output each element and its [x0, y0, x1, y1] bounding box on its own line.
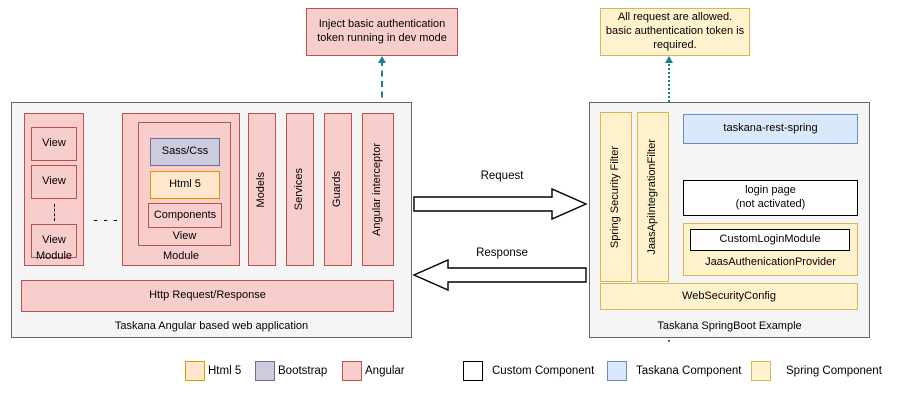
client-module-left-view-2: View — [31, 165, 77, 199]
server-login-page: login page (not activated) — [683, 180, 858, 216]
client-module-left-view-1: View — [31, 127, 77, 161]
legend-swatch-html5 — [185, 361, 205, 381]
flow-response-label: Response — [476, 247, 528, 259]
client-column-angular-interceptor: Angular interceptor — [362, 113, 394, 266]
legend-label-angular: Angular — [365, 365, 405, 377]
flow-response-arrow — [412, 258, 587, 292]
server-filter-jaas-api-integration-label: JaasApiIntegrationFilter — [646, 139, 659, 255]
client-column-angular-interceptor-label: Angular interceptor — [371, 143, 384, 236]
connector-right-arrowhead — [665, 56, 673, 63]
client-column-services: Services — [286, 113, 314, 266]
note-left-dev-token: Inject basic authentication token runnin… — [306, 8, 458, 56]
connector-left-dashed — [381, 60, 383, 108]
client-module-right-view-caption: View — [172, 230, 197, 242]
client-column-guards-label: Guards — [331, 171, 344, 208]
server-filter-jaas-api-integration: JaasApiIntegrationFilter — [637, 112, 669, 282]
legend-swatch-angular — [342, 361, 362, 381]
legend-label-spring-component: Spring Component — [786, 365, 882, 377]
legend-label-bootstrap: Bootstrap — [278, 365, 328, 377]
legend-label-taskana-component: Taskana Component — [636, 365, 742, 377]
client-module-right-caption: Module — [162, 250, 200, 262]
client-http-bar: Http Request/Response — [21, 280, 394, 312]
server-taskana-rest-spring: taskana-rest-spring — [683, 114, 858, 144]
client-column-guards: Guards — [324, 113, 352, 266]
client-layer-components: Components — [148, 203, 222, 228]
note-right-auth-required: All request are allowed. basic authentic… — [600, 8, 750, 56]
legend-swatch-spring-component — [751, 361, 771, 381]
server-jaas-authentication-provider-label: JaasAuthenicationProvider — [705, 256, 836, 268]
server-web-security-config: WebSecurityConfig — [600, 283, 858, 310]
flow-request-arrow — [413, 187, 588, 221]
client-column-models: Models — [248, 113, 276, 266]
client-layer-sass-css: Sass/Css — [150, 138, 220, 166]
client-column-models-label: Models — [255, 171, 268, 208]
flow-request-label: Request — [480, 170, 524, 182]
legend-label-custom-component: Custom Component — [492, 365, 595, 377]
server-filter-spring-security-label: Spring Security Filter — [609, 145, 622, 249]
client-module-left-view-3: View — [31, 224, 77, 258]
client-module-left-vertical-ellipsis — [54, 204, 55, 221]
client-column-services-label: Services — [293, 168, 306, 211]
legend-swatch-custom-component — [463, 361, 483, 381]
client-module-left-caption: Module — [35, 250, 73, 262]
legend-swatch-taskana-component — [607, 361, 627, 381]
connector-left-arrowhead — [378, 56, 386, 63]
client-panel-caption: Taskana Angular based web application — [114, 320, 309, 332]
client-layer-html5: Html 5 — [150, 171, 220, 199]
legend-label-html5: Html 5 — [208, 365, 242, 377]
server-panel-caption: Taskana SpringBoot Example — [657, 320, 802, 332]
client-modules-ellipsis: - - - — [93, 212, 119, 227]
server-custom-login-module: CustomLoginModule — [690, 229, 850, 251]
server-filter-spring-security: Spring Security Filter — [600, 112, 632, 282]
legend-swatch-bootstrap — [255, 361, 275, 381]
